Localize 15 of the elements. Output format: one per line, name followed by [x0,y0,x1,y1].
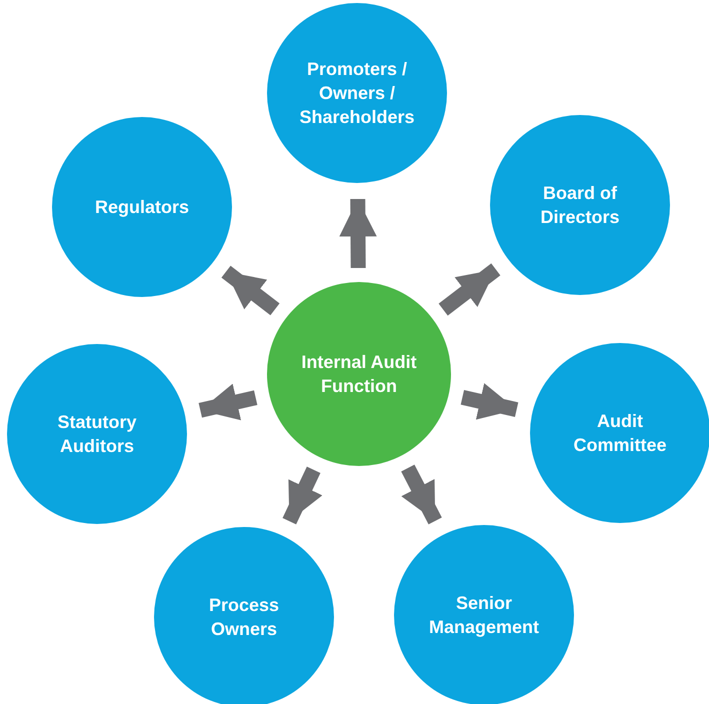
circle-label: Promoters / Owners / Shareholders [298,58,416,129]
arrow [221,266,280,316]
circle-label: Senior Management [428,592,540,639]
circle-label: Statutory Auditors [56,411,138,458]
circle-label: Audit Committee [572,410,668,457]
arrow [198,384,258,420]
circle-label: Internal Audit Function [300,351,418,398]
circle-label: Board of Directors [539,182,621,229]
arrow [339,198,377,268]
arrow [438,263,500,316]
circle-label: Regulators [94,196,190,219]
arrow [460,383,518,420]
circle-label: Process Owners [208,594,280,641]
arrow [401,464,442,524]
arrow [282,466,322,524]
